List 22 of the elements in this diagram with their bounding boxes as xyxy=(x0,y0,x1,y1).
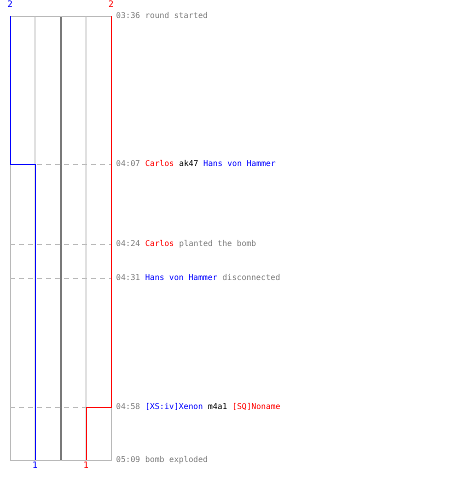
player-name: [XS:iv]Xenon xyxy=(145,402,203,412)
timestamp: 04:31 xyxy=(116,273,140,283)
timestamp: 03:36 xyxy=(116,11,140,21)
weapon-name: ak47 xyxy=(179,159,198,169)
player-count: 2 xyxy=(108,0,114,10)
timestamp: 04:58 xyxy=(116,402,140,412)
player-count: 2 xyxy=(7,0,13,10)
player-count: 1 xyxy=(83,461,89,471)
player-name: [SQ]Noname xyxy=(232,402,280,412)
player-name: Hans von Hammer xyxy=(145,273,218,283)
player-name: Carlos xyxy=(145,239,174,249)
player-name: Hans von Hammer xyxy=(203,159,276,169)
event-text: round started xyxy=(145,11,208,21)
weapon-name: m4a1 xyxy=(208,402,228,412)
event-text: disconnected xyxy=(222,273,280,283)
timestamp: 04:24 xyxy=(116,239,140,249)
event-text: planted the bomb xyxy=(179,239,256,249)
player-name: Carlos xyxy=(145,159,174,169)
timestamp: 05:09 xyxy=(116,455,140,465)
event-text: bomb exploded xyxy=(145,455,208,465)
player-count: 1 xyxy=(32,461,38,471)
timestamp: 04:07 xyxy=(116,159,140,169)
